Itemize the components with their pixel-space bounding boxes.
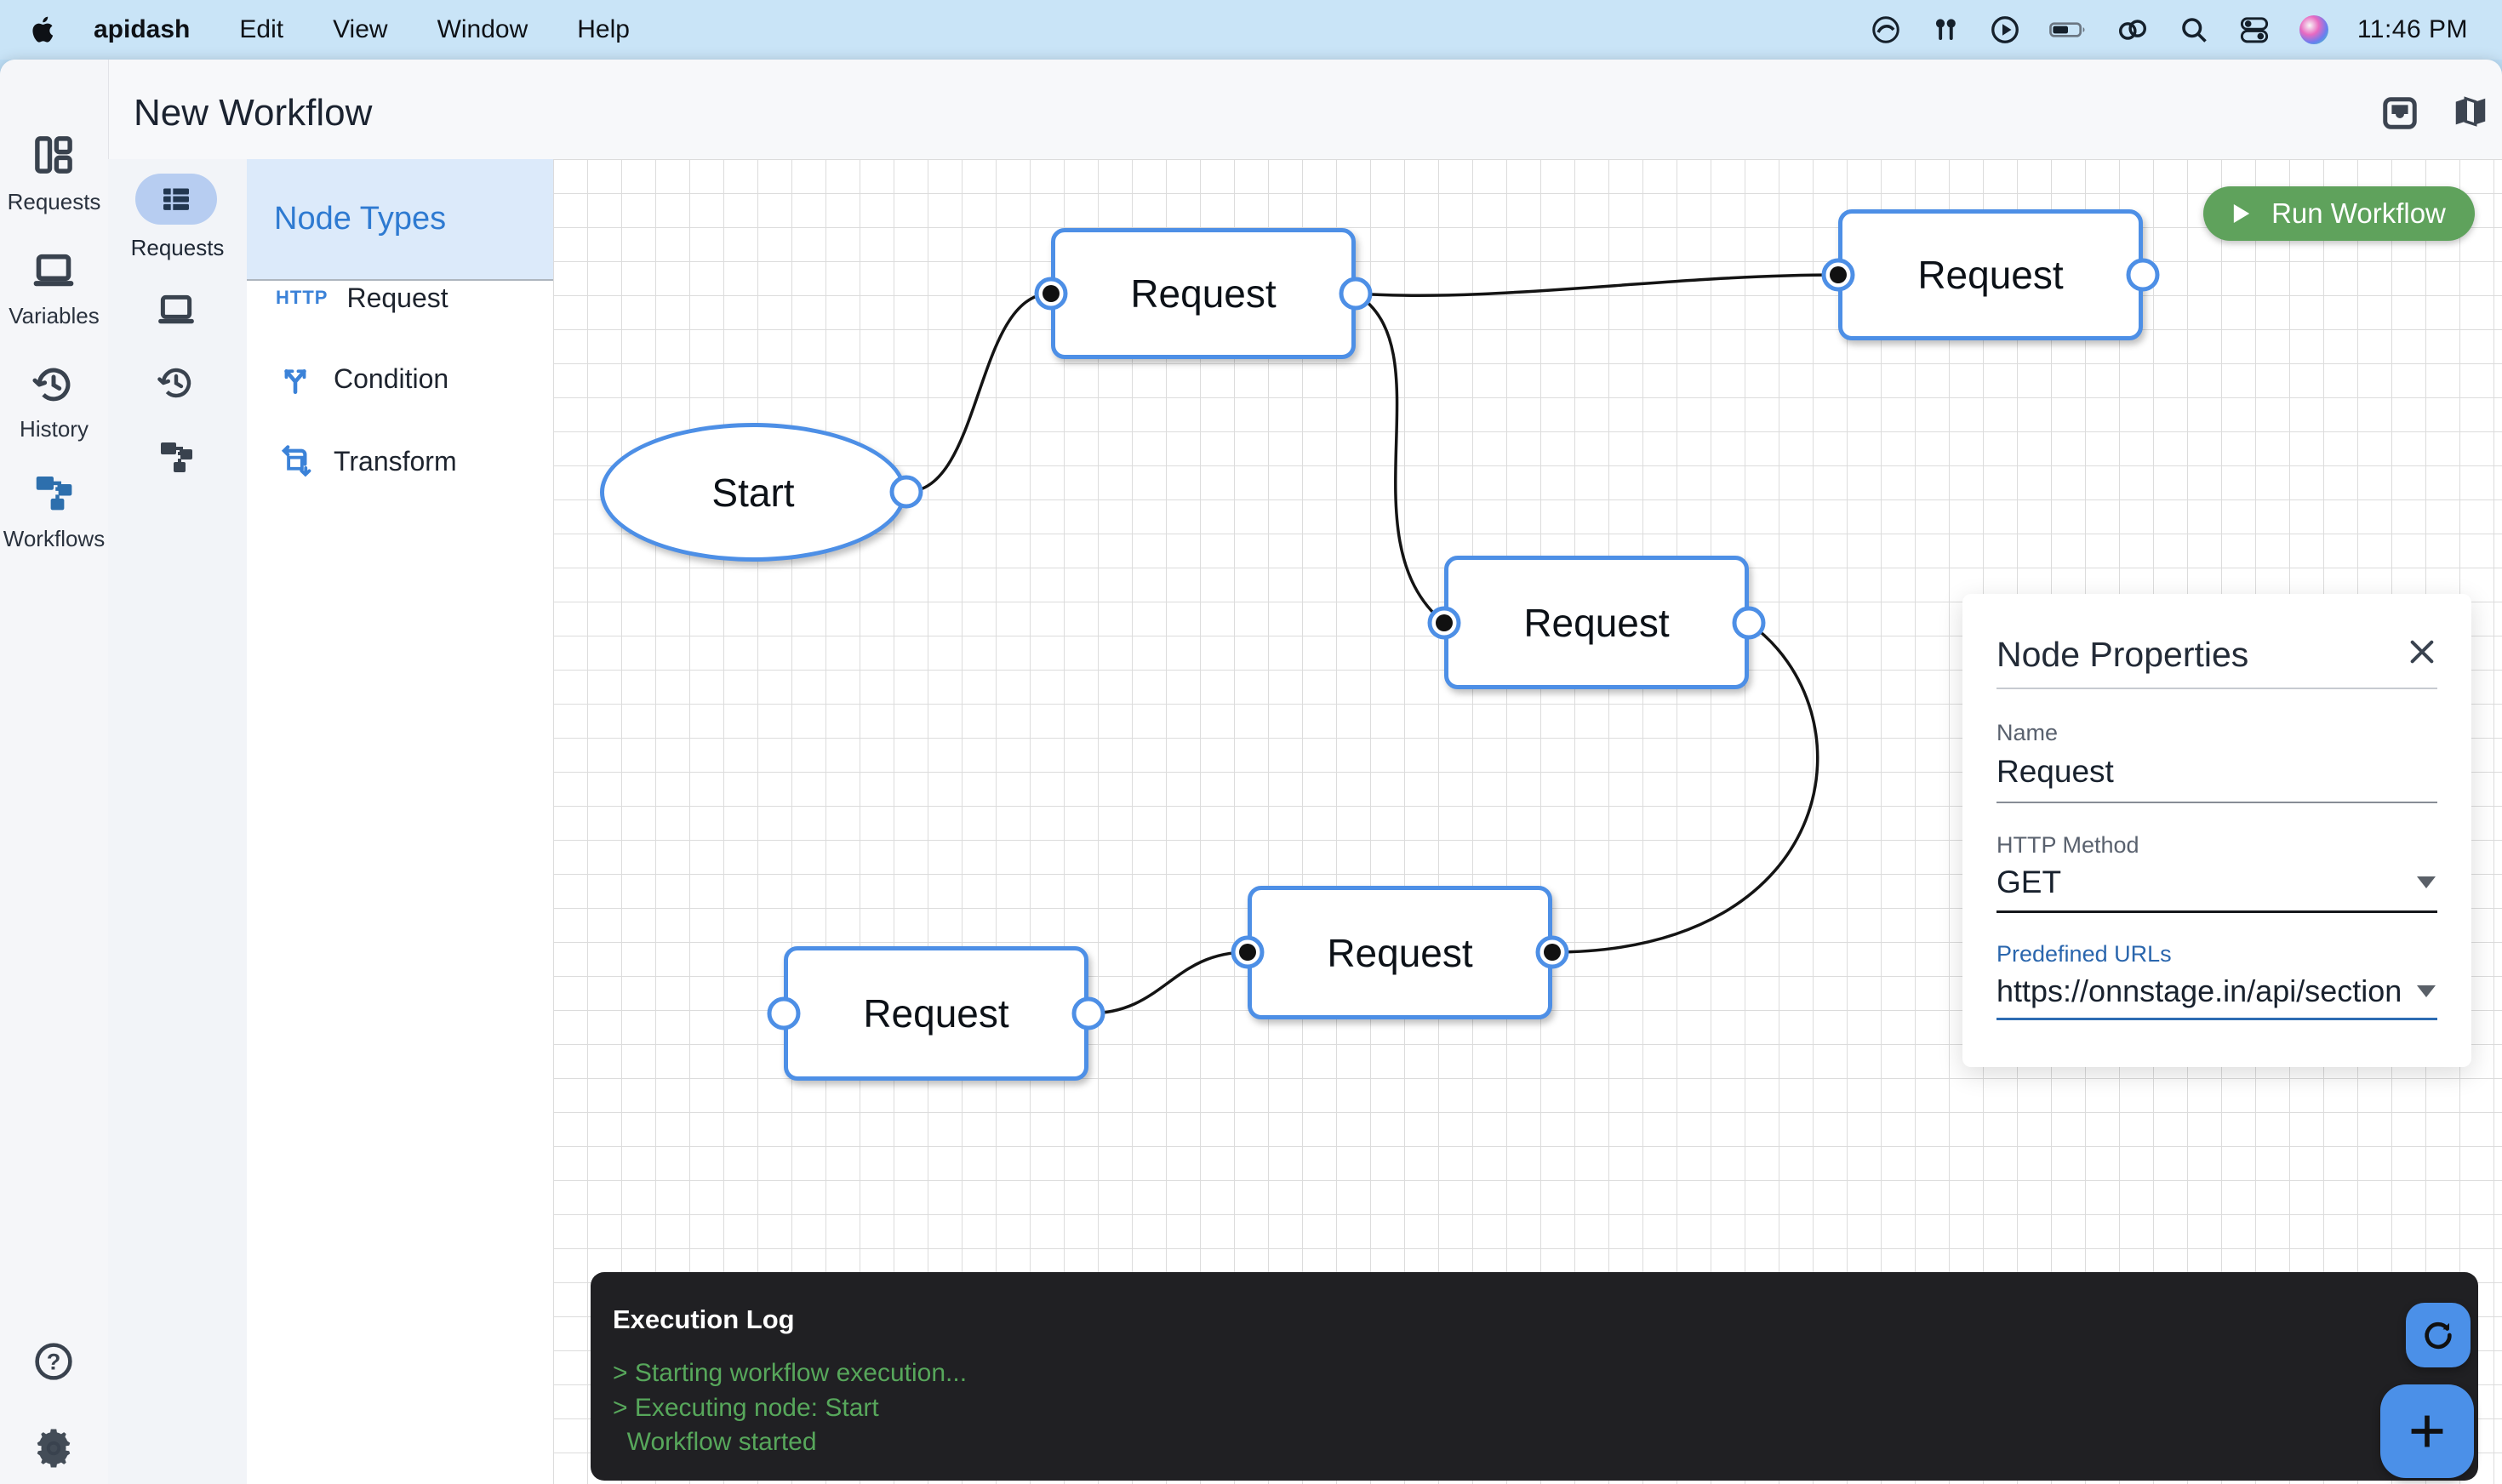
sidebar-label-requests[interactable]: Requests <box>7 189 101 214</box>
apple-icon[interactable] <box>32 15 58 44</box>
workflow-tree-icon[interactable] <box>154 434 198 478</box>
node-label: Request <box>1130 271 1277 316</box>
menu-window[interactable]: Window <box>437 15 528 43</box>
settings-gear-icon[interactable] <box>31 1425 77 1471</box>
node-types-header: Node Types <box>247 159 553 281</box>
node-type-label: Transform <box>334 445 457 477</box>
name-field-label: Name <box>1996 720 2059 745</box>
devices-icon[interactable] <box>154 288 198 332</box>
urls-field-label: Predefined URLs <box>1996 941 2172 967</box>
sidebar-item-variables[interactable] <box>29 246 78 295</box>
menu-bar: apidash Edit View Window Help 11:46 PM <box>0 0 2502 60</box>
branch-icon <box>276 361 315 397</box>
workflow-node-request-5[interactable]: Request <box>1248 886 1552 1019</box>
battery-icon[interactable] <box>2048 14 2087 45</box>
urls-field-underline <box>1996 1018 2437 1020</box>
help-icon[interactable]: ? <box>31 1338 77 1384</box>
run-workflow-label: Run Workflow <box>2271 197 2446 229</box>
play-icon <box>2232 203 2251 225</box>
sidebar-label-history[interactable]: History <box>20 416 89 442</box>
node-type-condition[interactable]: Condition <box>247 349 553 408</box>
hotspot-link-icon[interactable] <box>2116 14 2150 45</box>
sidebar-label-workflows[interactable]: Workflows <box>3 526 106 551</box>
log-line: > Executing node: Start <box>613 1394 879 1422</box>
menu-view[interactable]: View <box>333 15 388 43</box>
svg-text:?: ? <box>47 1349 61 1375</box>
node-label: Start <box>711 470 795 515</box>
workflow-node-request-3[interactable]: Request <box>1444 556 1749 689</box>
app-window: New Workflow Requests Variables History … <box>0 60 2502 1484</box>
sidebar-item-requests[interactable] <box>29 130 78 180</box>
clock: 11:46 PM <box>2356 15 2468 43</box>
workflow-node-request-4[interactable]: Request <box>784 946 1088 1081</box>
sidebar-item-workflows[interactable] <box>29 467 78 517</box>
name-field-underline <box>1996 802 2437 803</box>
node-label: Request <box>1917 253 2064 297</box>
menu-edit[interactable]: Edit <box>239 15 284 43</box>
page-title: New Workflow <box>134 92 373 134</box>
panel-title: Node Properties <box>1996 635 2249 674</box>
refresh-button[interactable] <box>2406 1303 2471 1367</box>
divider <box>1996 688 2437 689</box>
primary-sidebar: Requests Variables History Workflows ? <box>0 60 109 1484</box>
workflow-node-start[interactable]: Start <box>600 423 906 562</box>
workflow-node-request-1[interactable]: Request <box>1051 228 1356 359</box>
play-circle-icon[interactable] <box>1990 14 2020 45</box>
node-type-transform[interactable]: Transform <box>247 431 553 491</box>
chevron-down-icon[interactable] <box>2417 985 2436 997</box>
method-field-label: HTTP Method <box>1996 832 2139 858</box>
panel-tray-icon[interactable] <box>2377 92 2423 134</box>
control-center-icon[interactable] <box>2238 14 2271 45</box>
name-field-value[interactable]: Request <box>1996 754 2114 789</box>
sidebar-item-history[interactable] <box>29 360 78 409</box>
menu-help[interactable]: Help <box>577 15 630 43</box>
execution-log-title: Execution Log <box>613 1304 795 1334</box>
app-menu-apidash[interactable]: apidash <box>94 15 191 43</box>
log-line: > Starting workflow execution... <box>613 1359 968 1387</box>
spotlight-search-icon[interactable] <box>2179 14 2209 45</box>
node-properties-panel: Node Properties Name Request HTTP Method… <box>1962 594 2471 1067</box>
workflow-node-request-2[interactable]: Request <box>1838 209 2143 340</box>
sidebar-label-variables[interactable]: Variables <box>9 303 100 328</box>
creative-cloud-icon[interactable] <box>1871 14 1901 45</box>
close-icon[interactable] <box>2403 633 2441 671</box>
http-icon: HTTP <box>276 287 328 308</box>
plus-icon <box>2411 1415 2443 1447</box>
airpods-icon[interactable] <box>1930 14 1961 45</box>
workflow-canvas[interactable] <box>553 159 2502 1484</box>
log-line: Workflow started <box>613 1428 817 1456</box>
execution-log-panel: Execution Log > Starting workflow execut… <box>591 1272 2478 1481</box>
siri-icon[interactable] <box>2299 15 2328 44</box>
chevron-down-icon[interactable] <box>2417 876 2436 888</box>
run-workflow-button[interactable]: Run Workflow <box>2203 186 2475 241</box>
crop-transform-icon <box>276 443 315 479</box>
history-icon[interactable] <box>154 361 198 405</box>
node-type-label: Condition <box>334 362 449 394</box>
node-label: Request <box>1523 600 1670 645</box>
method-field-underline <box>1996 910 2437 913</box>
urls-dropdown-value[interactable]: https://onnstage.in/api/section <box>1996 973 2402 1008</box>
node-label: Request <box>1327 930 1473 975</box>
node-type-label: Request <box>346 282 448 313</box>
map-icon[interactable] <box>2448 92 2493 134</box>
add-node-button[interactable] <box>2380 1384 2474 1478</box>
requests-rail <box>108 159 247 1484</box>
rail-label-requests[interactable]: Requests <box>130 235 225 260</box>
refresh-icon <box>2425 1321 2452 1350</box>
method-dropdown-value[interactable]: GET <box>1996 865 2062 899</box>
node-label: Request <box>863 991 1009 1036</box>
node-type-request[interactable]: HTTP Request <box>247 268 553 328</box>
list-icon <box>157 180 195 218</box>
